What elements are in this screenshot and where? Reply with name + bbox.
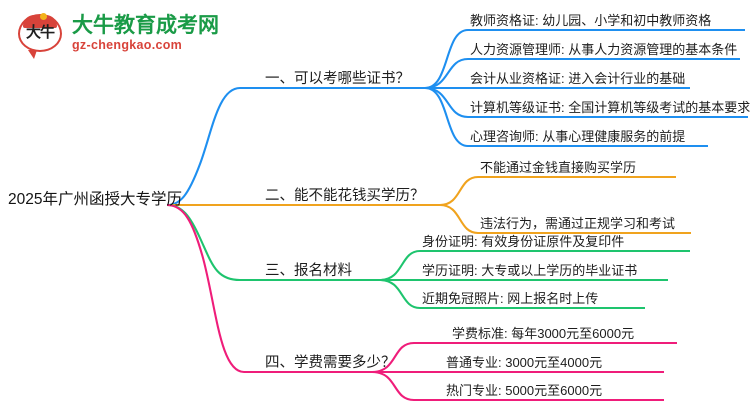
leaf-node-4-1[interactable]: 学费标准: 每年3000元至6000元 (452, 326, 635, 341)
leaf-node-4-3[interactable]: 热门专业: 5000元至6000元 (446, 383, 603, 398)
branch-title-1[interactable]: 一、可以考哪些证书？ (265, 71, 410, 87)
leaf-node-1-4[interactable]: 计算机等级证书: 全国计算机等级考试的基本要求 (470, 100, 750, 115)
logo-mark-text: 大牛 (25, 24, 55, 41)
leaf-node-1-3[interactable]: 会计从业资格证: 进入会计行业的基础 (470, 71, 686, 86)
leaf-node-3-1[interactable]: 身份证明: 有效身份证原件及复印件 (422, 234, 625, 249)
logo-wordmark: 大牛教育成考网 gz-chengkao.com (72, 15, 219, 52)
logo-subtitle: gz-chengkao.com (72, 38, 183, 53)
site-logo: 大牛 大牛教育成考网 gz-chengkao.com (18, 8, 248, 60)
branch-connector-2 (167, 175, 691, 235)
branch-title-3[interactable]: 三、报名材料 (265, 263, 352, 279)
branch-connector-4 (166, 203, 677, 402)
cap-dot-icon (40, 13, 47, 20)
branch-connector-3 (166, 203, 690, 310)
leaf-node-1-5[interactable]: 心理咨询师: 从事心理健康服务的前提 (470, 129, 686, 144)
leaf-node-2-2[interactable]: 违法行为，需通过正规学习和考试 (480, 216, 676, 231)
mindmap-root-node[interactable]: 2025年广州函授大专学历 (8, 191, 182, 208)
branch-title-4[interactable]: 四、学费需要多少？ (265, 355, 396, 371)
branch-connector-1 (166, 28, 748, 207)
leaf-node-3-2[interactable]: 学历证明: 大专或以上学历的毕业证书 (422, 263, 638, 278)
speech-bubble-tail-icon (28, 50, 37, 59)
leaf-node-2-1[interactable]: 不能通过金钱直接购买学历 (480, 160, 637, 175)
logo-mark-icon: 大牛 (18, 12, 64, 59)
branch-title-2[interactable]: 二、能不能花钱买学历？ (265, 188, 425, 204)
logo-title: 大牛教育成考网 (72, 14, 219, 38)
graduation-cap-icon (23, 15, 57, 28)
leaf-node-3-3[interactable]: 近期免冠照片: 网上报名时上传 (422, 291, 599, 306)
leaf-node-1-1[interactable]: 教师资格证: 幼儿园、小学和初中教师资格 (470, 13, 712, 28)
leaf-node-1-2[interactable]: 人力资源管理师: 从事人力资源管理的基本条件 (470, 42, 738, 57)
leaf-node-4-2[interactable]: 普通专业: 3000元至4000元 (446, 355, 603, 370)
